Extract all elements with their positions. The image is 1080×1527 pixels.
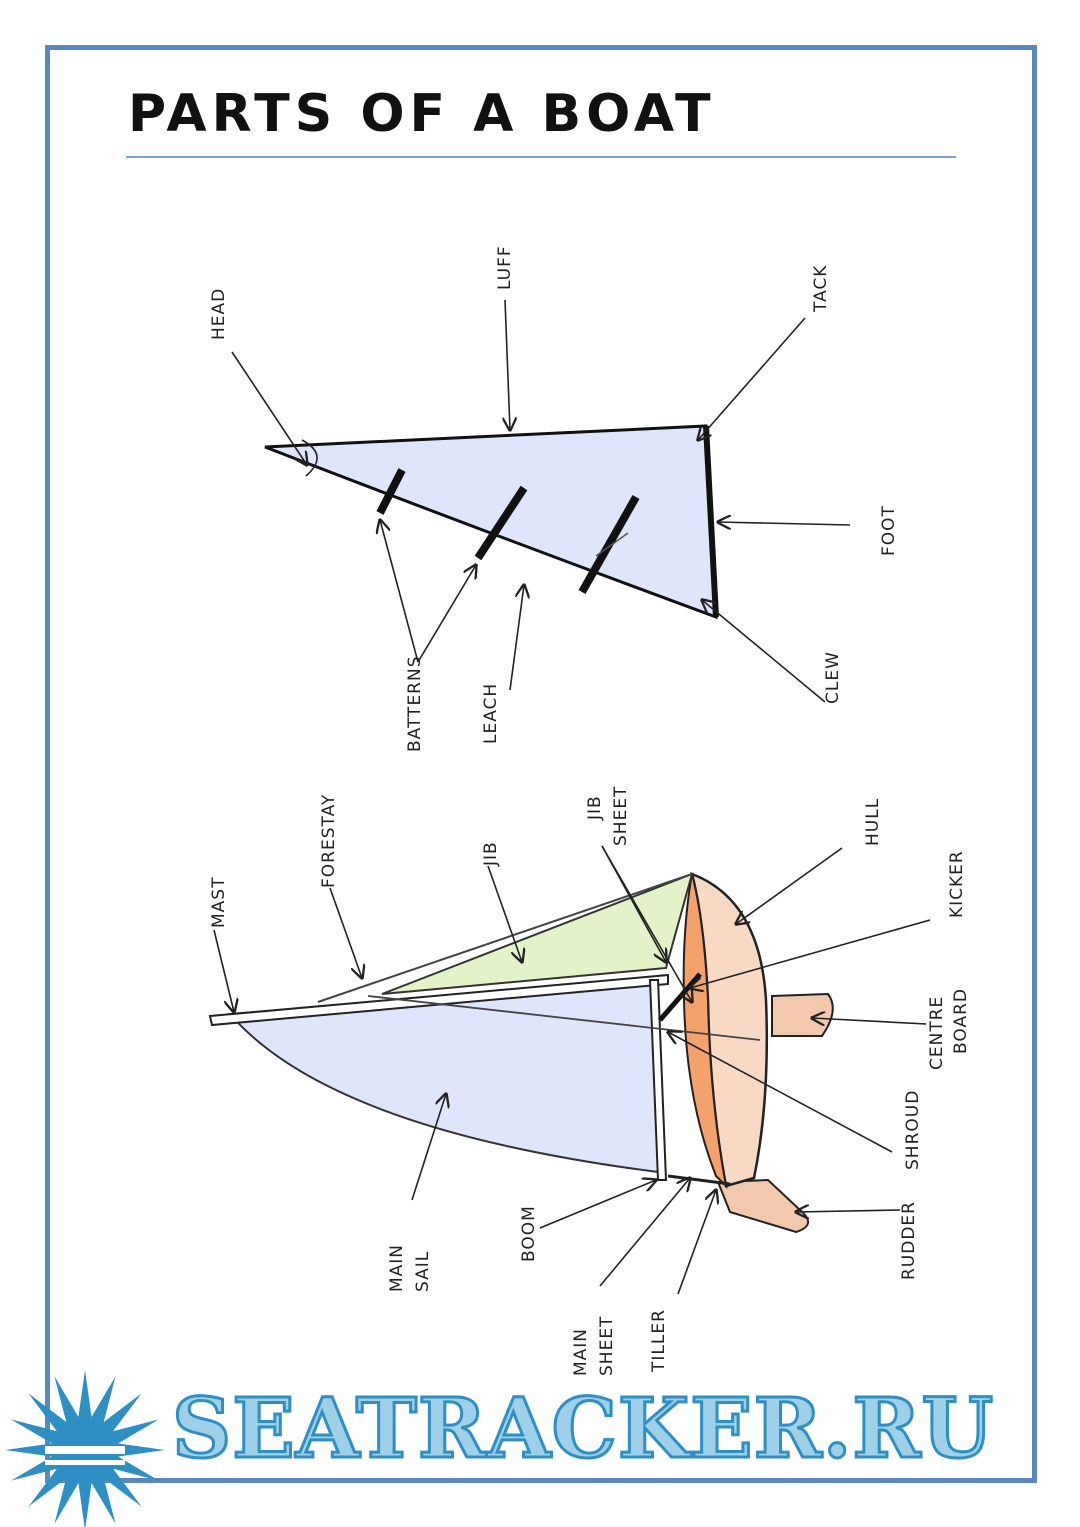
- detail-sail: [264, 424, 718, 620]
- hull-pointer: [736, 847, 843, 924]
- jib-sail: [381, 872, 694, 995]
- head-pointer: [231, 351, 307, 465]
- label-centre-board-1: CENTRE: [927, 996, 947, 1070]
- page-title: PARTS OF A BOAT: [128, 84, 716, 144]
- batterns-pointer-1: [380, 520, 419, 663]
- sun-logo-icon: [5, 1370, 165, 1527]
- main-sail-pointer: [411, 1094, 446, 1201]
- label-leach: LEACH: [481, 683, 501, 744]
- label-mast: MAST: [209, 877, 229, 928]
- label-tack: TACK: [811, 265, 831, 313]
- main-sail: [227, 978, 660, 1174]
- boom-pointer: [539, 1180, 656, 1229]
- boat: MAST FORESTAY JIB JIB SHEET HULL KICKER …: [208, 786, 971, 1376]
- luff-pointer: [505, 299, 510, 430]
- label-main-sail-1: MAIN: [387, 1244, 407, 1292]
- kicker-pointer: [690, 919, 931, 988]
- page-frame: [45, 45, 1037, 1483]
- tack-pointer: [698, 317, 806, 440]
- sail-detail: HEAD LUFF TACK FOOT CLEW LEACH BATTERNS: [209, 245, 899, 752]
- label-main-sail-2: SAIL: [413, 1251, 433, 1292]
- centre-board: [771, 992, 834, 1037]
- clew-pointer: [702, 600, 826, 703]
- mast: [208, 973, 669, 1027]
- watermark-text: SEATRACKER.RU: [170, 1381, 995, 1477]
- head-board: [301, 439, 318, 477]
- batten-3-shadow: [595, 532, 629, 557]
- label-centre-board-2: BOARD: [951, 988, 971, 1054]
- tiller-pointer: [677, 1190, 716, 1295]
- label-jib-sheet-1: JIB: [585, 795, 605, 821]
- label-forestay: FORESTAY: [319, 794, 339, 888]
- label-tiller: TILLER: [649, 1309, 669, 1373]
- rudder: [716, 1178, 809, 1234]
- label-clew: CLEW: [823, 651, 843, 704]
- jib-sheet-pointer-2: [601, 845, 692, 1002]
- batten-1: [376, 468, 406, 515]
- label-head: HEAD: [209, 288, 229, 340]
- batterns-pointer-2: [417, 565, 476, 663]
- sail-foot-edge: [703, 425, 719, 618]
- label-luff: LUFF: [495, 245, 515, 290]
- rudder-pointer: [796, 1210, 901, 1212]
- batten-3: [578, 495, 640, 594]
- shroud-pointer: [668, 1032, 893, 1153]
- foot-pointer: [718, 522, 851, 525]
- label-main-sheet-2: SHEET: [597, 1316, 617, 1376]
- shroud: [367, 995, 761, 1041]
- jib-pointer: [487, 865, 522, 962]
- label-main-sheet-1: MAIN: [571, 1328, 591, 1376]
- hull-side: [682, 873, 728, 1189]
- label-jib: JIB: [481, 841, 501, 867]
- label-hull: HULL: [863, 798, 883, 846]
- label-rudder: RUDDER: [899, 1201, 919, 1280]
- title-underline: [126, 156, 956, 158]
- label-boom: BOOM: [519, 1205, 539, 1262]
- label-foot: FOOT: [879, 505, 899, 556]
- mast-pointer: [213, 929, 234, 1012]
- label-batterns: BATTERNS: [405, 655, 425, 752]
- batten-2: [474, 485, 528, 561]
- boom: [648, 979, 668, 1181]
- label-kicker: KICKER: [947, 850, 967, 918]
- main-sheet-pointer: [599, 1178, 690, 1287]
- leach-pointer: [509, 585, 524, 691]
- forestay-pointer: [329, 887, 362, 978]
- centre-board-pointer: [812, 1018, 927, 1024]
- label-jib-sheet-2: SHEET: [611, 786, 631, 846]
- label-shroud: SHROUD: [903, 1090, 923, 1170]
